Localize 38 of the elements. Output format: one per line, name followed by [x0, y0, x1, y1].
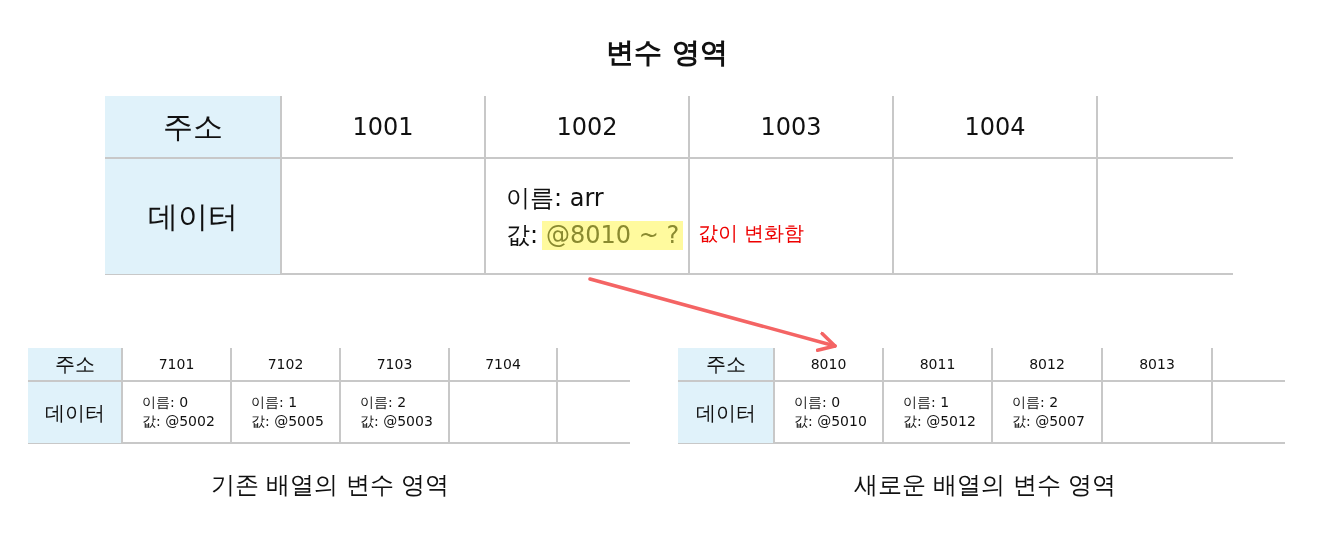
caption-text: 새로운 배열의 변수 영역 [853, 470, 1117, 500]
cell-text: 7101 [158, 356, 195, 373]
header-cell: 주소 [105, 96, 280, 157]
cell-text: 이름: 0 [142, 394, 189, 411]
cell-text: 이름: 1 [251, 394, 298, 411]
cell-text: 값: @5012 [903, 413, 976, 430]
cell-text: 7103 [376, 356, 413, 373]
cell-text: 1001 [352, 112, 414, 142]
cell-text: 1004 [964, 112, 1026, 142]
cell-text: 8012 [1029, 356, 1065, 373]
arrow [588, 277, 837, 353]
cell-text: 8013 [1139, 356, 1175, 373]
cell-text: 8011 [919, 356, 956, 373]
header-cell: 데이터 [28, 382, 121, 443]
header-cell: 데이터 [678, 382, 773, 443]
cell-text: 값: @5010 [794, 413, 867, 430]
cell-text: 값: @5003 [360, 413, 433, 430]
cell-text: 이름: 2 [1012, 394, 1059, 411]
header-cell: 주소 [28, 348, 121, 380]
cell-text: 1003 [760, 112, 822, 142]
caption-text: 기존 배열의 변수 영역 [210, 470, 450, 500]
cell-text: 7102 [267, 356, 304, 373]
cell-text: 이름: 2 [360, 394, 407, 411]
cell-text: 값: [506, 221, 539, 250]
cell-text: 값: @5007 [1012, 413, 1085, 430]
header-cell: 주소 [678, 348, 773, 380]
cell-text: 7104 [485, 356, 521, 373]
cell-text: 이름: 0 [794, 394, 841, 411]
title: 변수 영역 [606, 36, 728, 70]
cell-text: 8010 [810, 355, 847, 373]
header-cell: 데이터 [105, 159, 280, 274]
cell-text: 값: @5005 [251, 413, 324, 430]
cell-text: 이름: 1 [903, 394, 950, 411]
cell-text: 값: @5002 [142, 413, 215, 430]
cell-text: 이름: arr [506, 184, 604, 213]
note-text: 값이 변화함 [698, 221, 805, 245]
highlighted-text: @8010 ~ ? [542, 221, 684, 250]
cell-text: 1002 [556, 112, 618, 142]
